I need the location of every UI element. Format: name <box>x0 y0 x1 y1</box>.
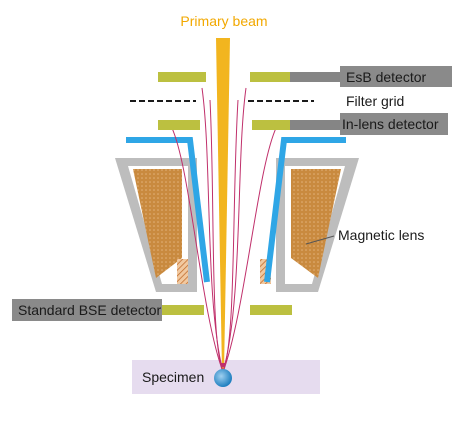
esb-detector-plate-left <box>158 72 206 82</box>
bse-detector-plate-right <box>250 305 292 315</box>
magnetic-lens-label: Magnetic lens <box>338 227 424 243</box>
lens-coil-right <box>291 169 341 278</box>
bse-detector-plate-left <box>160 305 204 315</box>
inlens-detector-label: In-lens detector <box>342 116 439 132</box>
bse-detector-label-bg <box>12 299 162 321</box>
magnetic-lens-left <box>115 158 197 292</box>
primary-beam <box>216 38 230 372</box>
bse-detector-label: Standard BSE detector <box>18 302 162 318</box>
inlens-detector-plate-right <box>252 120 290 130</box>
pole-piece-left <box>126 137 210 283</box>
electron-paths <box>169 87 279 373</box>
specimen-sample <box>214 363 232 387</box>
inlens-detector-plate-left <box>158 120 200 130</box>
magnetic-lens-leader <box>305 235 335 245</box>
esb-detector-label-bg <box>340 66 452 87</box>
esb-detector-label: EsB detector <box>346 69 426 85</box>
inlens-detector-bar <box>290 120 342 130</box>
lens-coil-left <box>133 169 182 278</box>
inlens-detector-label-bg <box>340 113 448 135</box>
esb-detector-plate-right <box>250 72 290 82</box>
esb-detector-bar <box>290 72 342 82</box>
specimen-label: Specimen <box>142 369 204 385</box>
primary-beam-label: Primary beam <box>180 13 267 29</box>
pole-tip-left <box>177 259 188 284</box>
pole-piece-right <box>264 137 346 283</box>
filter-grid-label: Filter grid <box>346 93 404 109</box>
